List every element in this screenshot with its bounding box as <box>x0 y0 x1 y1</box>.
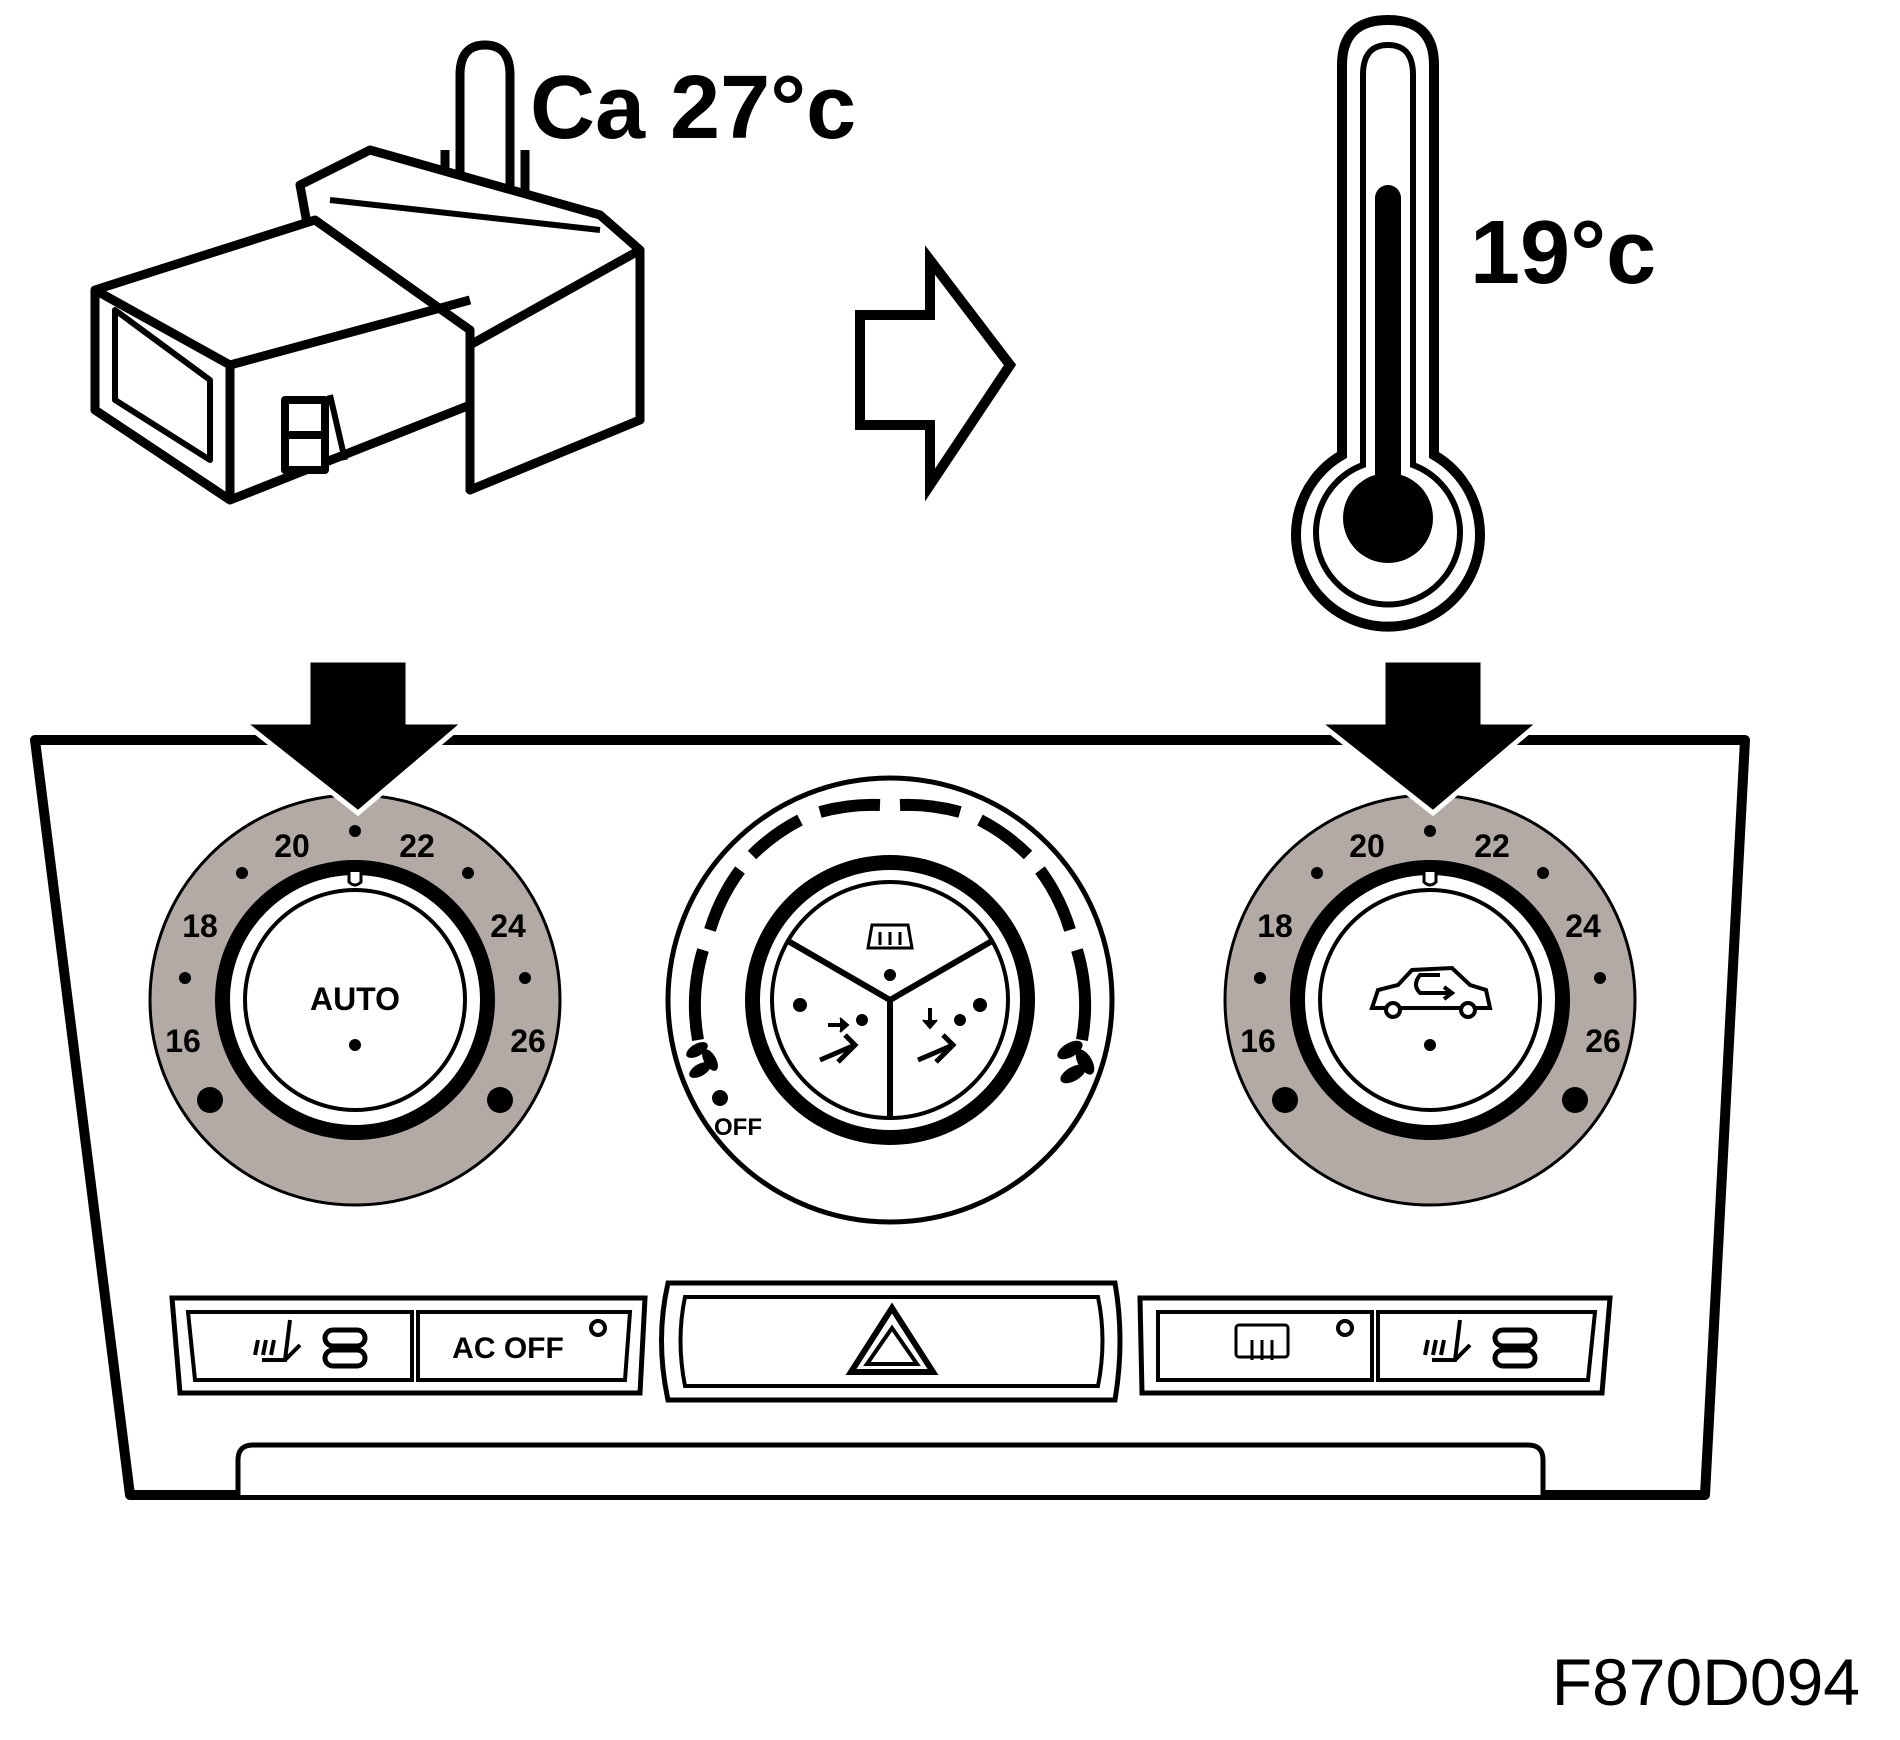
right-dial-scale-16: 16 <box>1240 1023 1276 1059</box>
right-dial-scale-20: 20 <box>1349 828 1385 864</box>
right-dial-scale-22: 22 <box>1474 828 1510 864</box>
fan-off-label: OFF <box>714 1114 762 1141</box>
left-seat-heater-button[interactable] <box>253 1319 368 1369</box>
indicator-leds <box>322 1327 368 1369</box>
left-dial-scale-20: 20 <box>274 828 310 864</box>
thermometer-icon <box>1291 14 1485 632</box>
temperature-sensor <box>90 40 645 505</box>
figure-code: F870D094 <box>1552 1645 1860 1719</box>
face-vent-icon <box>819 1014 868 1064</box>
right-temperature-dial[interactable]: 16 18 20 22 24 26 <box>1223 793 1637 1207</box>
hazard-triangle-icon <box>845 1302 939 1375</box>
hazard-button[interactable] <box>659 1280 1123 1403</box>
rear-defrost-icon <box>1234 1323 1290 1360</box>
arrow-right-icon <box>855 245 1017 502</box>
left-dial-scale-18: 18 <box>182 908 218 944</box>
right-seat-heater-button[interactable] <box>1423 1319 1538 1369</box>
ac-off-button[interactable]: AC OFF <box>452 1319 607 1365</box>
left-dial-scale-26: 26 <box>510 1023 546 1059</box>
auto-label: AUTO <box>310 981 400 1017</box>
seat-heater-icon <box>253 1319 302 1362</box>
right-dial-scale-24: 24 <box>1565 908 1601 944</box>
thermometer-temperature-label: 19°c <box>1470 203 1656 303</box>
left-dial-scale-24: 24 <box>490 908 526 944</box>
right-dial-scale-18: 18 <box>1257 908 1293 944</box>
fan-low-icon <box>686 1042 718 1078</box>
windshield-defrost-icon <box>866 923 914 950</box>
left-temperature-dial[interactable]: 16 18 20 22 24 26 AUTO <box>148 793 562 1207</box>
right-button-group <box>1137 1295 1613 1396</box>
storage-slot <box>235 1442 1546 1495</box>
ac-off-label: AC OFF <box>452 1332 564 1365</box>
left-button-group <box>169 1295 648 1396</box>
right-dial-scale-26: 26 <box>1585 1023 1621 1059</box>
right-pointer-arrow-icon <box>1310 657 1547 817</box>
fan-high-icon <box>1057 1040 1095 1084</box>
seat-heater-icon <box>1423 1319 1472 1362</box>
fan-mode-dial[interactable]: OFF <box>665 775 1115 1225</box>
sensor-temperature-label: Ca 27°c <box>530 58 856 158</box>
left-dial-scale-22: 22 <box>399 828 435 864</box>
left-pointer-arrow-icon <box>235 657 472 817</box>
floor-vent-icon <box>917 1008 966 1064</box>
left-dial-scale-16: 16 <box>165 1023 201 1059</box>
recirculation-car-icon <box>1369 965 1493 1019</box>
rear-defrost-button[interactable] <box>1234 1319 1354 1360</box>
indicator-leds <box>1492 1327 1538 1369</box>
